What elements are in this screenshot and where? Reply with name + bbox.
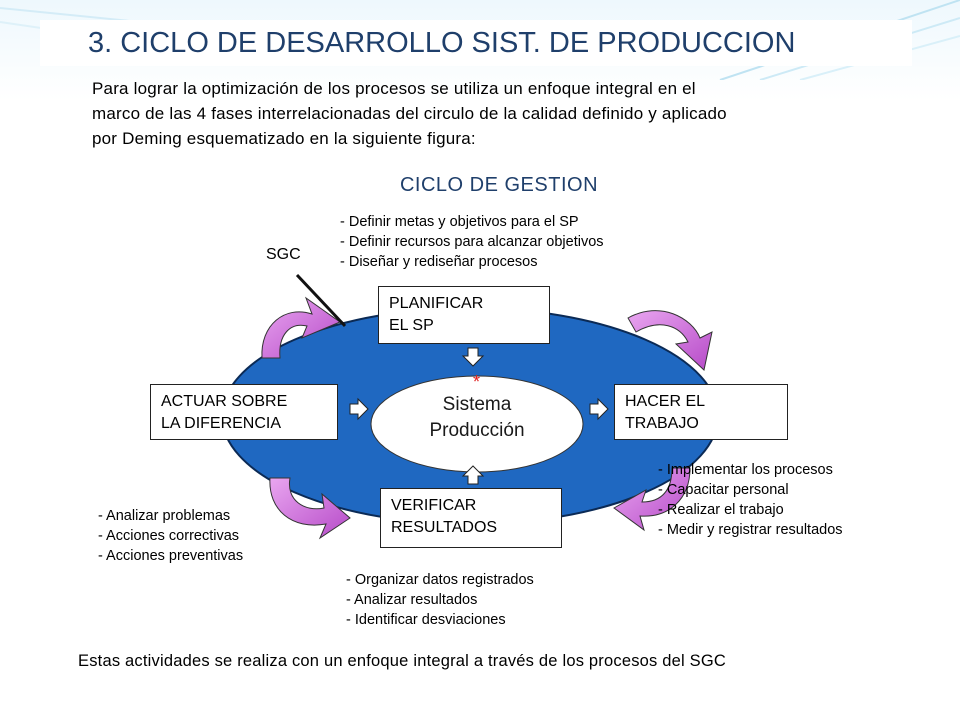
- phase-check-line1: VERIFICAR: [391, 497, 477, 514]
- cycle-title: CICLO DE GESTION: [168, 165, 830, 205]
- intro-line: marco de las 4 fases interrelacionadas d…: [92, 104, 727, 123]
- curved-arrow-bottom-left: [269, 477, 351, 540]
- arrow-center-to-do: [589, 397, 609, 421]
- phase-plan: PLANIFICAR EL SP: [378, 286, 550, 344]
- list-item: - Medir y registrar resultados: [658, 522, 843, 538]
- center-label: Sistema Producción: [372, 392, 582, 456]
- curved-arrow-top-right: [627, 310, 713, 371]
- list-item: - Realizar el trabajo: [658, 502, 784, 518]
- slide-title: 3. CICLO DE DESARROLLO SIST. DE PRODUCCI…: [88, 26, 796, 59]
- list-item: - Definir recursos para alcanzar objetiv…: [340, 234, 604, 250]
- phase-act-line1: ACTUAR SOBRE: [161, 393, 288, 410]
- phase-do: HACER EL TRABAJO: [614, 384, 788, 440]
- do-actions-list: - Implementar los procesos - Capacitar p…: [658, 460, 843, 540]
- arrow-plan-to-center: [461, 347, 485, 367]
- list-item: - Implementar los procesos: [658, 462, 833, 478]
- sgc-label: SGC: [266, 246, 301, 263]
- phase-do-line1: HACER EL: [625, 393, 706, 410]
- list-item: - Organizar datos registrados: [346, 572, 534, 588]
- list-item: - Diseñar y rediseñar procesos: [340, 254, 538, 270]
- footer-text: Estas actividades se realiza con un enfo…: [78, 652, 727, 670]
- list-item: - Acciones correctivas: [98, 528, 240, 544]
- intro-line: por Deming esquematizado en la siguiente…: [92, 129, 476, 148]
- phase-do-line2: TRABAJO: [625, 415, 699, 432]
- curved-arrow-top-left: [261, 296, 342, 359]
- phase-plan-line2: EL SP: [389, 317, 434, 334]
- phase-check-line2: RESULTADOS: [391, 519, 498, 536]
- phase-plan-line1: PLANIFICAR: [389, 295, 484, 312]
- list-item: - Acciones preventivas: [98, 548, 244, 564]
- phase-act: ACTUAR SOBRE LA DIFERENCIA: [150, 384, 338, 440]
- phase-check: VERIFICAR RESULTADOS: [380, 488, 562, 548]
- arrow-act-to-center: [349, 397, 369, 421]
- intro-paragraph: Para lograr la optimización de los proce…: [92, 76, 892, 151]
- arrow-check-to-center: [461, 465, 485, 485]
- list-item: - Definir metas y objetivos para el SP: [340, 214, 579, 230]
- center-label-line1: Sistema: [442, 394, 512, 415]
- list-item: - Analizar resultados: [346, 592, 478, 608]
- sgc-pointer-line: [295, 273, 347, 328]
- intro-line: Para lograr la optimización de los proce…: [92, 79, 696, 98]
- check-actions-list: - Organizar datos registrados - Analizar…: [346, 570, 534, 630]
- curved-arrow-bottom-right: [613, 467, 691, 532]
- red-asterisk-marker: *: [473, 372, 480, 392]
- center-label-line2: Producción: [429, 420, 525, 441]
- list-item: - Identificar desviaciones: [346, 612, 506, 628]
- title-bar: 3. CICLO DE DESARROLLO SIST. DE PRODUCCI…: [40, 20, 912, 66]
- list-item: - Capacitar personal: [658, 482, 789, 498]
- act-actions-list: - Analizar problemas - Acciones correcti…: [98, 506, 243, 566]
- plan-actions-list: - Definir metas y objetivos para el SP -…: [340, 212, 604, 272]
- phase-act-line2: LA DIFERENCIA: [161, 415, 282, 432]
- list-item: - Analizar problemas: [98, 508, 231, 524]
